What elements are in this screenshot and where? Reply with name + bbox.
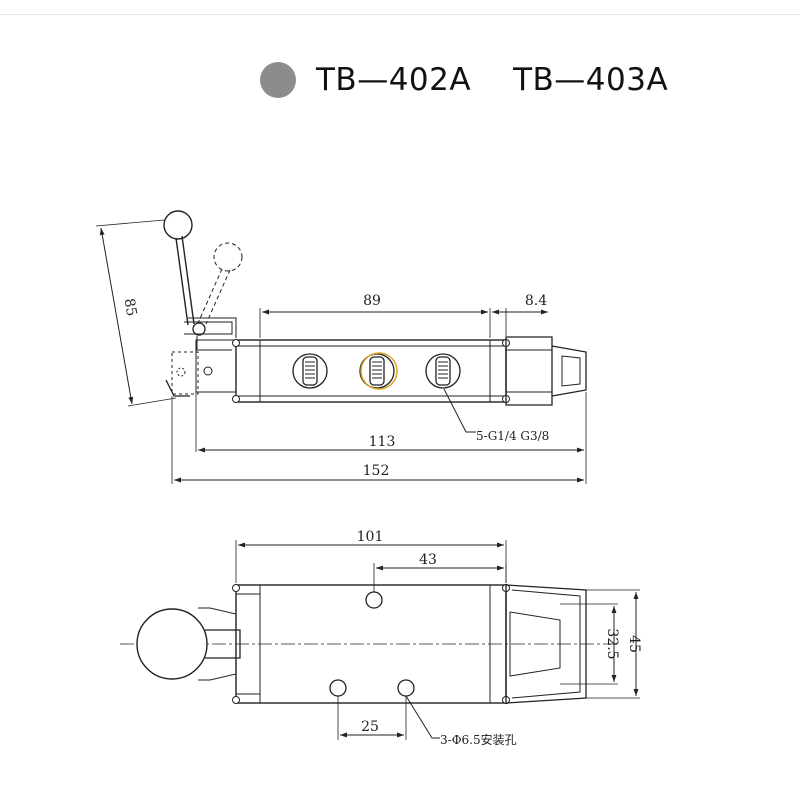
- port-1: [292, 353, 328, 389]
- mount-hole-3: [397, 679, 415, 697]
- hole-note: 3-Φ6.5安装孔: [440, 732, 517, 747]
- mount-hole-1: [365, 591, 383, 609]
- bottom-view: [120, 540, 640, 740]
- dim-101: 101: [357, 529, 384, 545]
- port-2: [359, 352, 398, 390]
- dim-152: 152: [363, 463, 390, 479]
- port-3: [425, 353, 461, 389]
- actuator-dashed: [171, 351, 199, 395]
- port-note: 5-G1/4 G3/8: [476, 429, 549, 443]
- top-view: [95, 210, 587, 484]
- dim-89: 89: [363, 293, 381, 309]
- bullet-dot-icon: [260, 62, 296, 98]
- mount-hole-2: [329, 679, 347, 697]
- dim-43: 43: [419, 552, 437, 568]
- lever-alt-shaft: [197, 268, 231, 325]
- valve-body: [235, 339, 507, 403]
- lever-shaft: [175, 235, 195, 326]
- dim-8-4: 8.4: [525, 293, 547, 309]
- actuator-link: [196, 336, 232, 351]
- lever-alt-knob: [213, 242, 243, 272]
- model-title-2: TB—403A: [513, 62, 669, 98]
- dim-85: 85: [121, 297, 140, 317]
- dim-45: 45: [626, 635, 642, 653]
- dim-32-5: 32.5: [604, 628, 620, 659]
- actuator-pin: [203, 366, 213, 376]
- lever-knob: [163, 210, 193, 240]
- end-cap: [505, 336, 587, 406]
- model-title-1: TB—402A: [316, 62, 472, 98]
- actuator-head: [195, 339, 237, 393]
- dim-25: 25: [361, 719, 379, 735]
- model-header: TB—402A TB—403A: [260, 55, 710, 105]
- pivot-bracket: [184, 321, 233, 335]
- dim-113: 113: [369, 434, 396, 450]
- knob-top: [136, 608, 208, 680]
- top-separator: [0, 14, 800, 15]
- pivot-pin: [192, 322, 206, 336]
